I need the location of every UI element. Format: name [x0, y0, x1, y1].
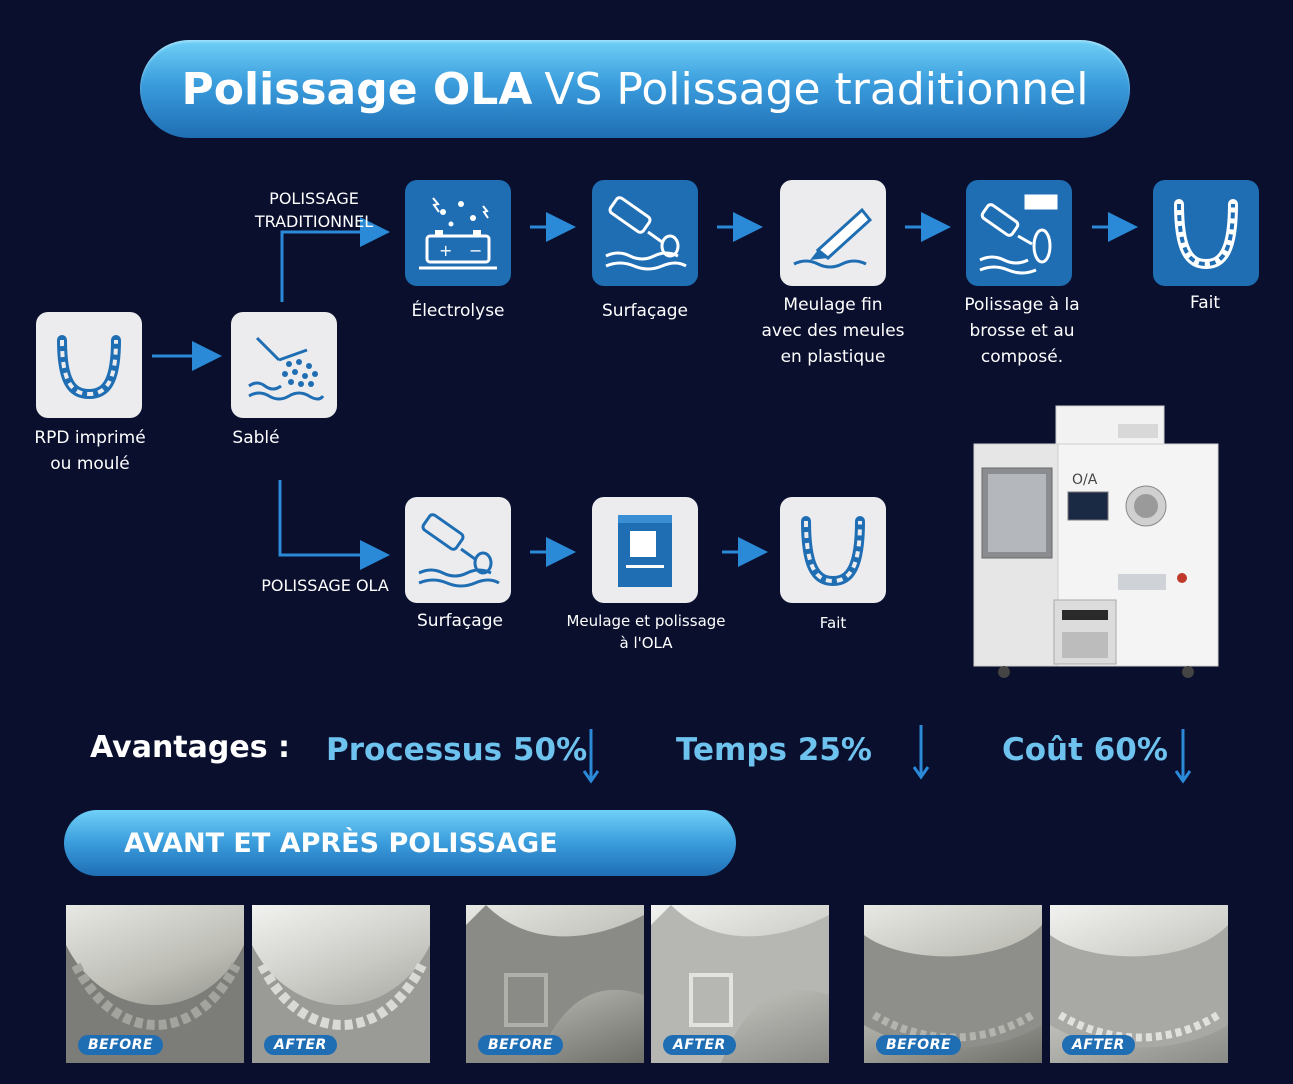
sandblast-box [231, 312, 337, 418]
photo-badge: BEFORE [78, 1035, 164, 1055]
trad-step-3-label: Meulage fin avec des meules en plastique [761, 295, 905, 367]
ola-step-3-label: Fait [819, 614, 847, 632]
trad-step-brush-polish [966, 180, 1072, 286]
photo-badge: BEFORE [876, 1035, 962, 1055]
trad-step-2-label: Surfaçage [602, 301, 688, 321]
trad-step-5-label: Fait [1189, 293, 1221, 313]
photo-badge: AFTER [663, 1035, 736, 1055]
ola-step-2-label: Meulage et polissage à l'OLA [566, 612, 726, 652]
photo-pair1-after: AFTER [252, 905, 430, 1063]
trad-step-electrolysis: + − [405, 180, 511, 286]
start-label: RPD imprimé ou moulé [34, 428, 146, 474]
down-arrowhead-time [912, 766, 930, 780]
start-rpd-box [36, 312, 142, 418]
denture-done-icon [1174, 199, 1238, 270]
ola-branch-label: POLISSAGE OLA [261, 576, 389, 595]
advantage-down-arrows [582, 725, 1192, 784]
title-rest: VS Polissage traditionnel [544, 63, 1089, 115]
machine-brand: O/A [1072, 472, 1098, 488]
svg-text:+: + [439, 241, 452, 260]
arrow-to-traditional [280, 217, 390, 302]
photo-pair1-before: BEFORE [66, 905, 244, 1063]
photo-pair3-before: BEFORE [864, 905, 1042, 1063]
advantages-title: Avantages : [90, 730, 291, 765]
advantage-process: Processus 50% [326, 732, 588, 768]
trad-step-4-label: Polissage à la brosse et au composé. [964, 295, 1080, 367]
surfacing-tool-icon [605, 196, 687, 271]
battery-sparks-icon: + − [419, 197, 497, 270]
traditional-branch-label: POLISSAGE TRADITIONNEL [254, 189, 374, 231]
photo-pair2-after: AFTER [651, 905, 829, 1063]
denture-icon [57, 335, 121, 400]
down-arrowhead-process [582, 770, 600, 784]
sandblast-icon [248, 336, 325, 401]
trad-step-surfacing [592, 180, 698, 286]
ola-machine-illustration: O/A [973, 405, 1219, 678]
photo-badge: AFTER [1062, 1035, 1135, 1055]
before-after-section-title: AVANT ET APRÈS POLISSAGE [64, 810, 736, 876]
ola-step-done [780, 497, 886, 603]
photo-badge: BEFORE [478, 1035, 564, 1055]
advantage-time: Temps 25% [676, 732, 872, 768]
photo-badge: AFTER [264, 1035, 337, 1055]
flow-connectors [152, 212, 1138, 570]
surfacing-tool-icon [418, 513, 500, 588]
trad-step-done [1153, 180, 1259, 286]
title-bold: Polissage OLA [181, 63, 533, 115]
ola-machine-icon [618, 515, 672, 587]
grinding-wheel-icon [793, 207, 873, 269]
arrow-to-ola [278, 480, 390, 570]
svg-text:−: − [469, 241, 482, 260]
down-arrowhead-cost [1174, 770, 1192, 784]
photo-pair2-before: BEFORE [466, 905, 644, 1063]
page-title: Polissage OLA VS Polissage traditionnel [140, 40, 1130, 138]
brush-polish-icon [979, 193, 1059, 275]
sandblast-label: Sablé [232, 428, 280, 448]
trad-step-1-label: Électrolyse [411, 301, 505, 321]
denture-done-icon [801, 516, 865, 587]
trad-step-grinding [780, 180, 886, 286]
ola-step-1-label: Surfaçage [417, 611, 503, 631]
ola-step-machine [592, 497, 698, 603]
photo-pair3-after: AFTER [1050, 905, 1228, 1063]
ola-step-surfacing [405, 497, 511, 603]
advantage-cost: Coût 60% [1002, 732, 1168, 768]
